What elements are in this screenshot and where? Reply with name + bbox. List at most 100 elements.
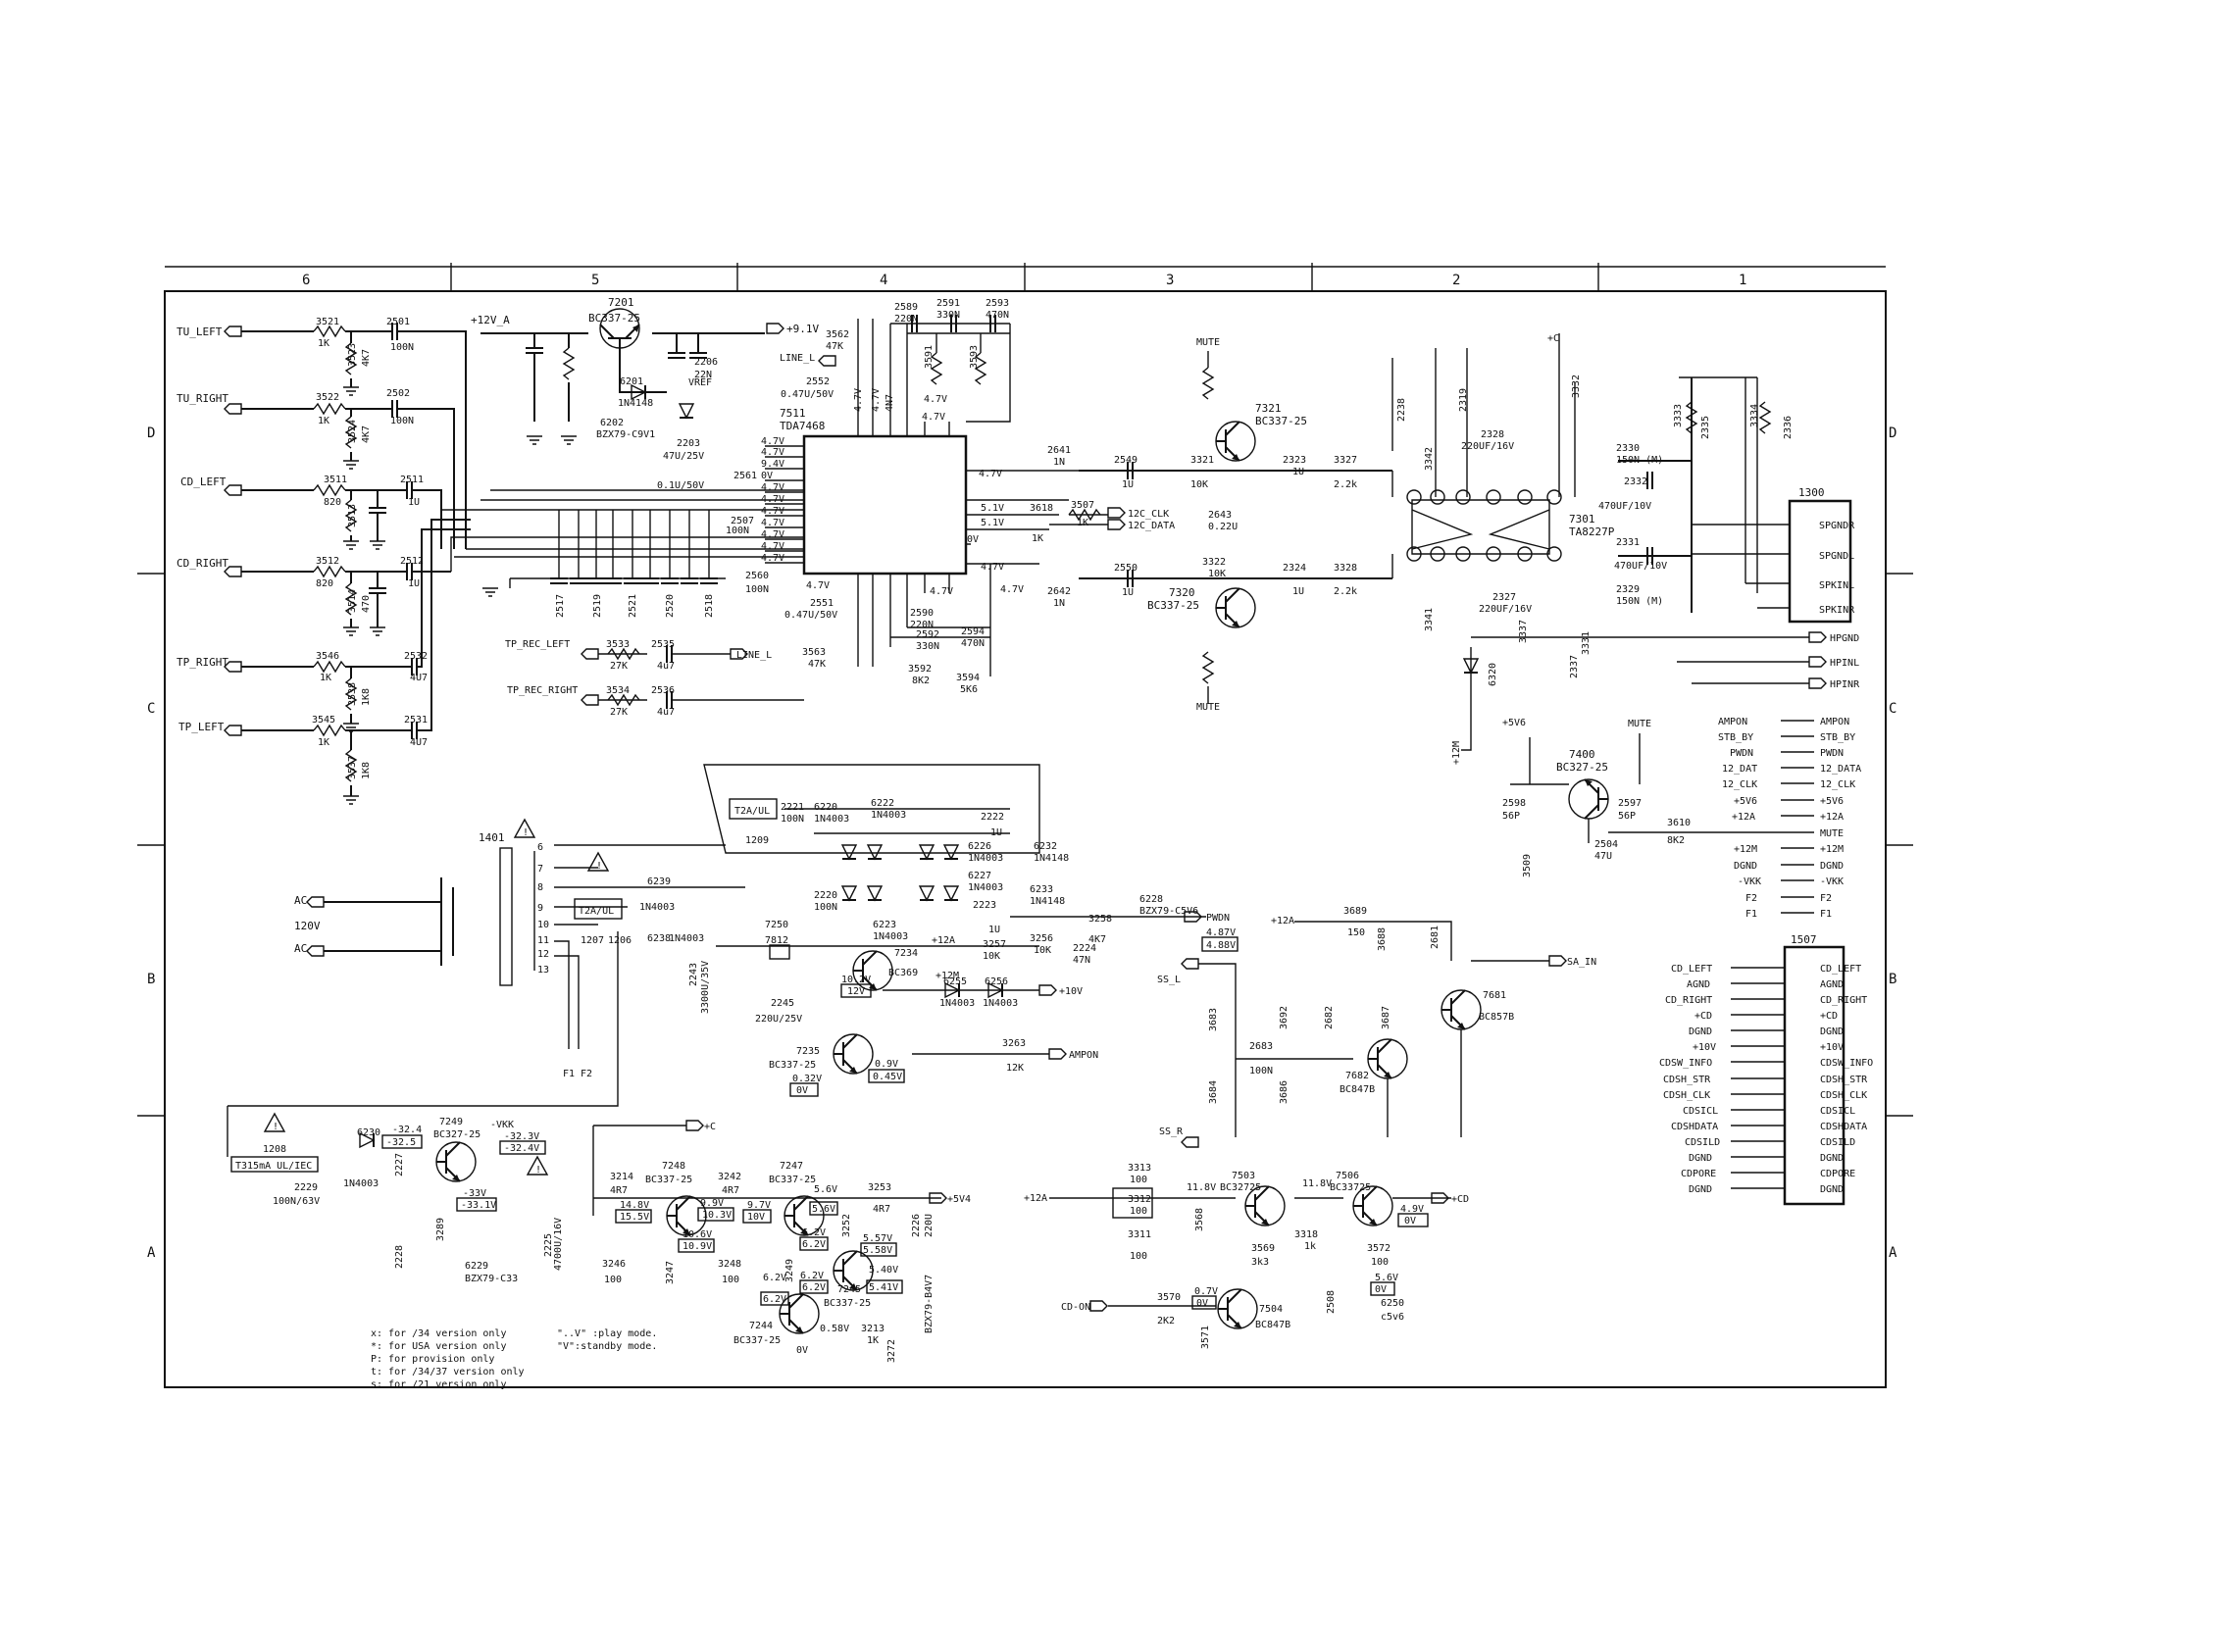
svg-text:100N: 100N [745,584,769,595]
svg-text:CDSH_CLK: CDSH_CLK [1663,1090,1710,1101]
svg-text:BC33725: BC33725 [1330,1182,1371,1193]
svg-text:4.7V: 4.7V [806,580,830,591]
column-label: 4 [880,273,887,288]
svg-text:6226: 6226 [968,841,991,852]
svg-text:-32.4: -32.4 [392,1125,422,1135]
svg-text:2330: 2330 [1616,443,1640,454]
svg-text:0.9V: 0.9V [875,1059,898,1070]
svg-text:3512: 3512 [316,556,339,567]
svg-text:2552: 2552 [806,376,830,387]
svg-text:12_CLK: 12_CLK [1820,779,1855,790]
svg-text:4u7: 4u7 [657,661,675,672]
svg-text:3249: 3249 [784,1259,795,1282]
svg-text:BC337-25: BC337-25 [733,1335,781,1346]
svg-text:47K: 47K [808,659,826,670]
svg-text:5.6V: 5.6V [812,1204,835,1215]
svg-text:3342: 3342 [1424,447,1435,471]
svg-text:6.2V: 6.2V [763,1273,786,1283]
svg-text:3334: 3334 [1749,404,1760,427]
svg-text:0.32V: 0.32V [792,1074,822,1084]
svg-text:1507: 1507 [1791,933,1817,946]
svg-text:+12V_A: +12V_A [471,314,510,326]
svg-text:10V: 10V [747,1212,765,1223]
footnote: s: for /21 version only [371,1379,506,1390]
svg-text:2643: 2643 [1208,510,1232,521]
svg-text:4U7: 4U7 [410,673,428,683]
svg-text:CD_LEFT: CD_LEFT [1820,964,1861,975]
svg-text:1U: 1U [1122,587,1134,598]
svg-text:BC337-25: BC337-25 [645,1175,692,1185]
svg-text:7321: 7321 [1255,402,1282,415]
svg-text:1206: 1206 [608,935,632,946]
svg-text:4K7: 4K7 [361,349,372,367]
svg-text:3511: 3511 [324,475,347,485]
svg-text:+12A: +12A [1820,812,1844,823]
svg-text:1N4148: 1N4148 [1030,896,1065,907]
svg-text:4.7V: 4.7V [761,518,784,528]
svg-text:4.87V: 4.87V [1206,927,1236,938]
svg-text:11.8V: 11.8V [1302,1178,1332,1189]
svg-text:+C: +C [1547,333,1559,344]
svg-text:6320: 6320 [1488,663,1498,686]
svg-text:12: 12 [537,949,549,960]
svg-text:6.2V: 6.2V [763,1294,786,1305]
svg-text:2K2: 2K2 [1157,1316,1175,1327]
column-label: 1 [1739,273,1746,288]
svg-text:3272: 3272 [886,1339,897,1363]
svg-text:+5V6: +5V6 [1734,796,1757,807]
svg-text:4U7: 4U7 [410,737,428,748]
svg-text:1N4003: 1N4003 [939,998,975,1009]
svg-text:BZX79-C5V6: BZX79-C5V6 [1139,906,1198,917]
svg-text:12V: 12V [847,986,865,997]
svg-text:100: 100 [1371,1257,1389,1268]
svg-text:DGND: DGND [1820,1153,1844,1164]
svg-text:5.58V: 5.58V [863,1245,892,1256]
svg-text:2501: 2501 [386,317,410,327]
svg-text:150: 150 [1347,927,1365,938]
svg-text:7511: 7511 [780,407,806,420]
svg-text:470N: 470N [986,310,1009,321]
input-label: TP_LEFT [178,721,225,733]
svg-text:7244: 7244 [749,1321,773,1331]
svg-text:1K: 1K [318,737,329,748]
legend-note: "V":standby mode. [557,1341,657,1352]
svg-text:3213: 3213 [861,1324,885,1334]
svg-text:8K2: 8K2 [912,676,930,686]
svg-text:220U: 220U [924,1214,935,1237]
svg-text:PWDN: PWDN [1206,913,1230,924]
svg-text:CDSHDATA: CDSHDATA [1820,1122,1867,1132]
svg-text:1N4003: 1N4003 [669,933,704,944]
svg-text:2227: 2227 [394,1153,405,1176]
svg-text:3509: 3509 [1522,854,1533,877]
svg-text:4.7V: 4.7V [761,436,784,447]
svg-text:CDSH_CLK: CDSH_CLK [1820,1090,1867,1101]
svg-text:330N: 330N [936,310,960,321]
column-label: 6 [302,273,310,288]
svg-text:3568: 3568 [1194,1208,1205,1231]
svg-text:3683: 3683 [1208,1008,1219,1031]
svg-text:2328: 2328 [1481,429,1504,440]
svg-text:1N4003: 1N4003 [871,810,906,821]
svg-text:3593: 3593 [969,345,980,369]
tp-rec-section: TP_REC_LEFT TP_REC_RIGHT LINE_L 353327K … [505,639,804,718]
svg-text:CD_LEFT: CD_LEFT [1671,964,1712,975]
svg-text:BC337-25: BC337-25 [769,1175,816,1185]
svg-text:1K: 1K [318,416,329,426]
svg-text:BC337-25: BC337-25 [824,1298,871,1309]
svg-text:CD-ON: CD-ON [1061,1302,1090,1313]
column-ruler [165,263,1886,292]
svg-text:0.22U: 0.22U [1208,522,1238,532]
svg-text:3571: 3571 [1200,1326,1211,1349]
svg-text:AMPON: AMPON [1718,717,1747,727]
footnote: P: for provision only [371,1354,494,1365]
row-label: B [147,972,155,987]
svg-text:10K: 10K [1208,569,1226,579]
svg-text:3562: 3562 [826,329,849,340]
svg-text:3258: 3258 [1088,914,1112,925]
svg-text:4.7V: 4.7V [761,447,784,458]
svg-text:-33V: -33V [463,1188,486,1199]
svg-text:9: 9 [537,903,543,914]
svg-text:AGND: AGND [1687,979,1710,990]
